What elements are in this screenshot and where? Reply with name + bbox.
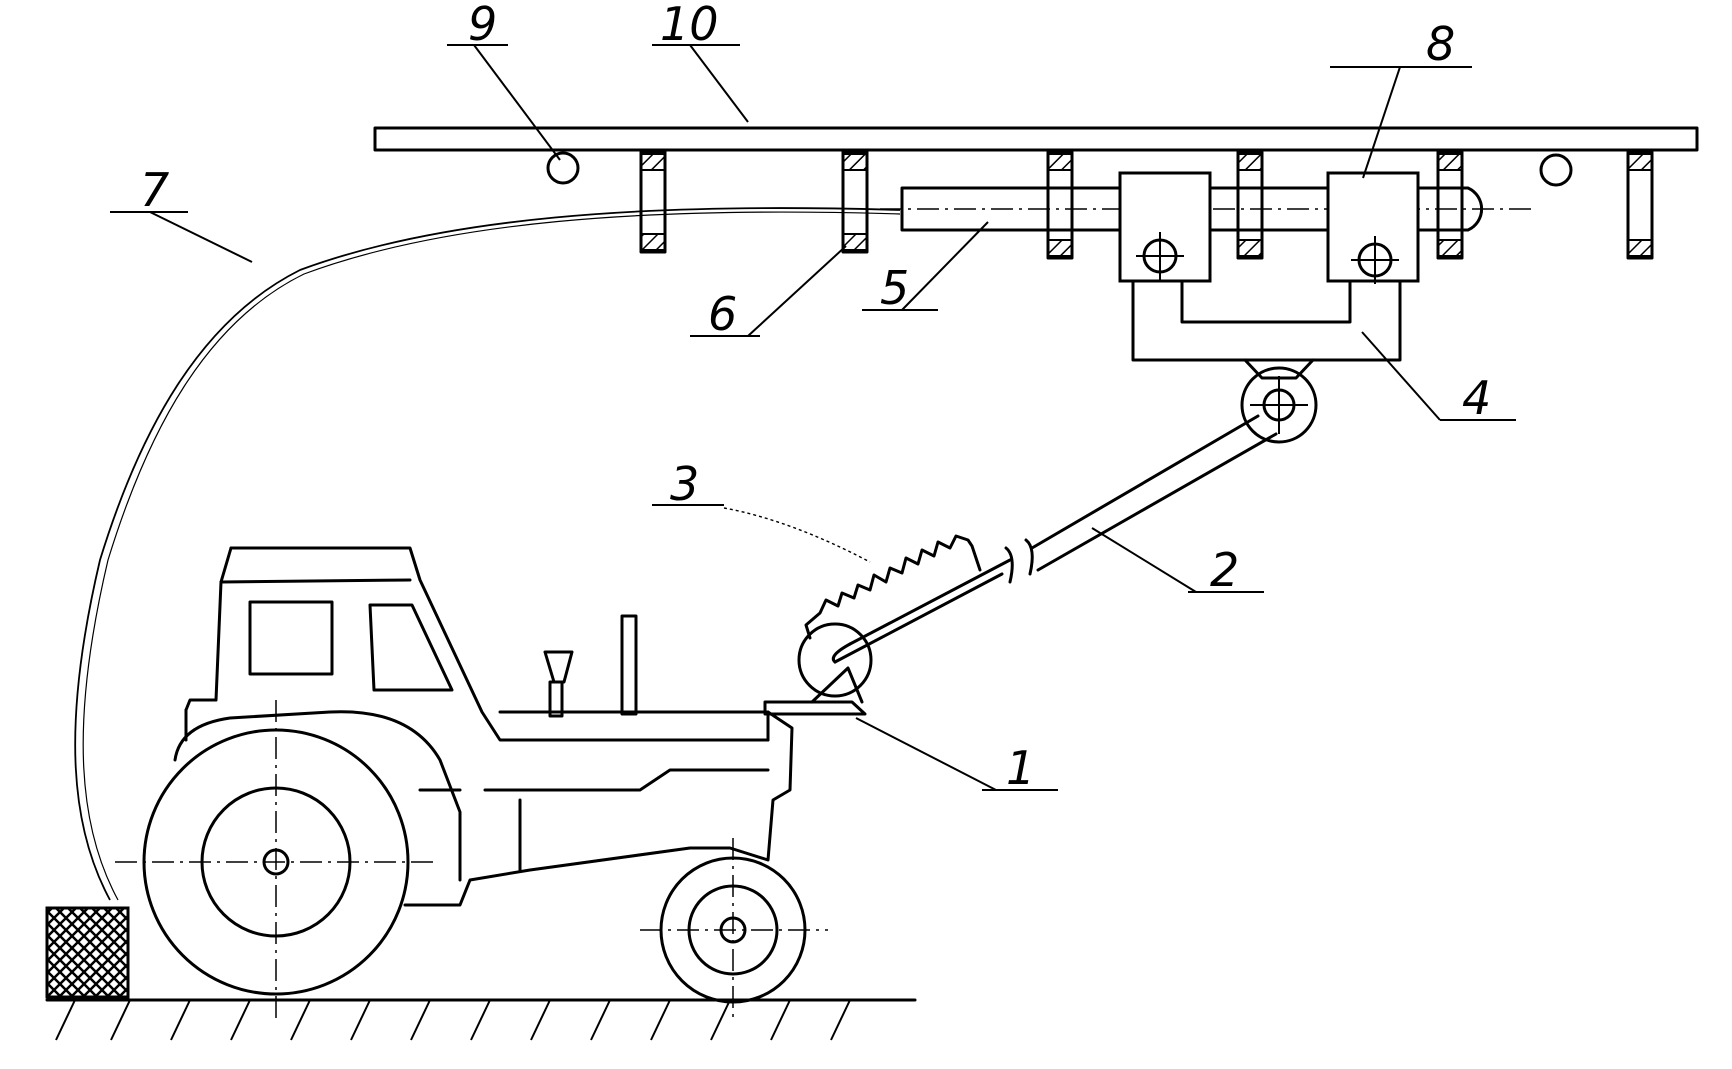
hanger <box>1626 150 1654 260</box>
rail-rollers <box>546 151 1573 187</box>
hanger <box>1046 150 1074 260</box>
label-9: 9 <box>468 0 497 51</box>
ground <box>45 998 917 1041</box>
carriage-blocks <box>1118 171 1420 284</box>
air-intake <box>543 650 574 684</box>
pivot-wheel <box>1240 366 1318 444</box>
hitch <box>763 666 867 716</box>
label-3: 3 <box>670 457 699 511</box>
hanger <box>1236 150 1264 260</box>
spring-mount-wheel <box>797 622 873 698</box>
tractor <box>115 546 828 1022</box>
guide-bar <box>880 186 1535 232</box>
roller <box>1539 153 1573 187</box>
carriage-block <box>1118 171 1212 283</box>
hanger <box>841 150 869 254</box>
boom <box>831 414 1278 664</box>
hanger <box>639 150 667 254</box>
label-4: 4 <box>1462 371 1491 425</box>
overhead-rail <box>373 126 1699 152</box>
carriage-frame <box>1131 279 1402 444</box>
label-8: 8 <box>1426 17 1455 71</box>
callout-labels: 9 10 8 7 6 5 4 3 2 1 <box>140 0 1491 795</box>
label-5: 5 <box>880 261 909 315</box>
cable <box>74 207 901 901</box>
carriage-block <box>1326 171 1420 283</box>
label-6: 6 <box>708 287 737 341</box>
hanger <box>1436 150 1464 260</box>
cab-window <box>248 600 334 676</box>
spring <box>797 534 982 698</box>
roller <box>546 151 580 185</box>
label-1: 1 <box>1006 741 1035 795</box>
ground-anchor <box>45 906 130 999</box>
exhaust-pipe <box>620 614 638 716</box>
rail-hangers <box>639 150 1654 260</box>
leader-lines <box>110 44 1516 791</box>
cab-window <box>368 603 454 692</box>
label-2: 2 <box>1210 543 1239 597</box>
label-10: 10 <box>660 0 719 51</box>
label-7: 7 <box>140 163 169 217</box>
